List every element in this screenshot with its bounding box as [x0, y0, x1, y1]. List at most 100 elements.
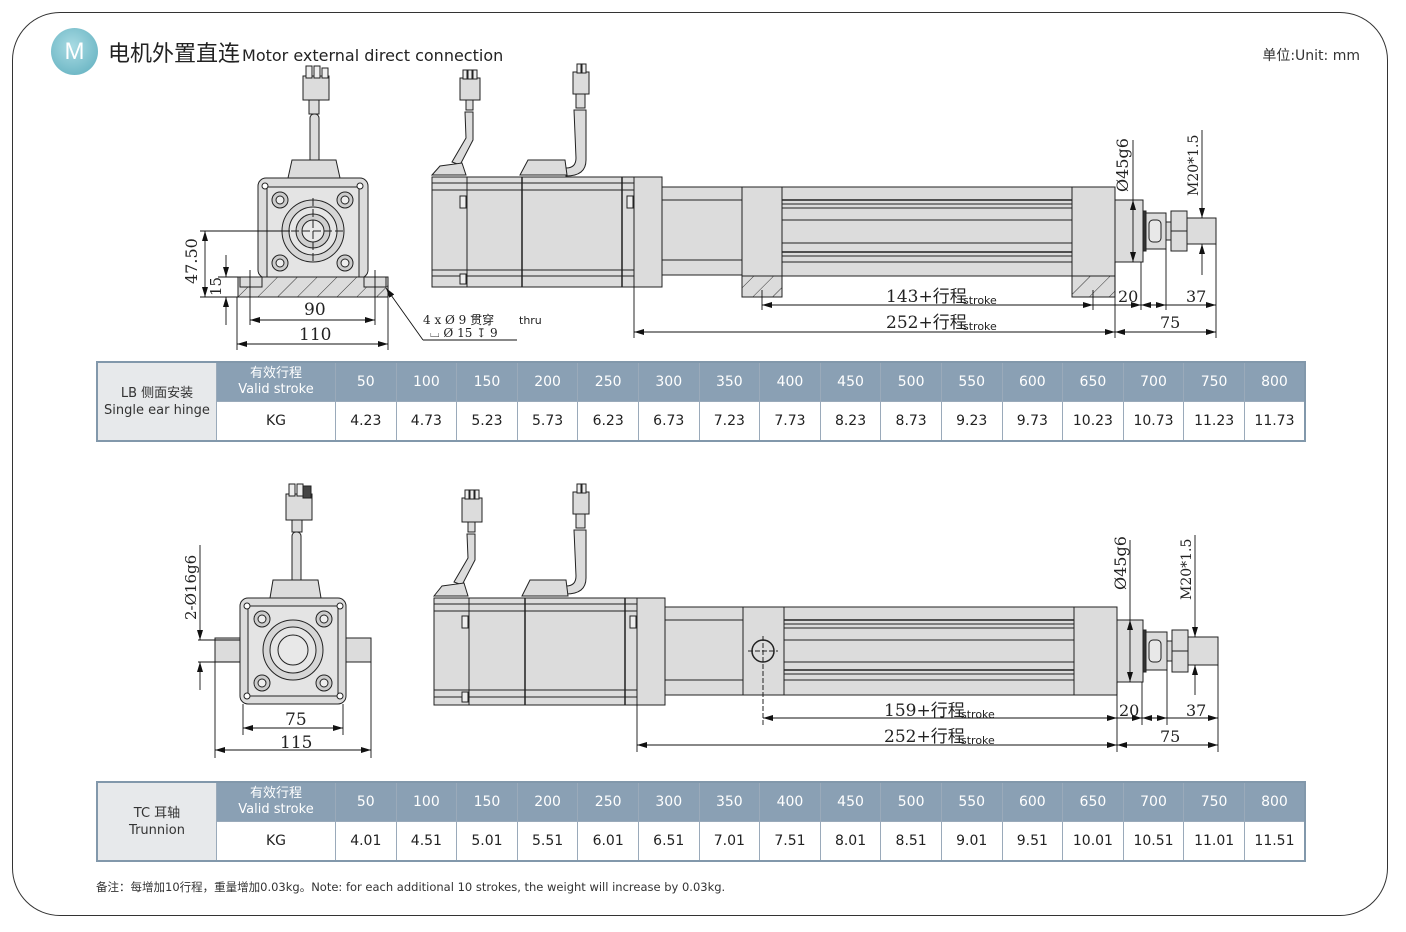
stroke-cell: 100	[395, 781, 458, 822]
rear-cap	[1071, 186, 1116, 277]
header-cn: 有效行程	[249, 786, 302, 801]
stroke-cell: 500	[880, 361, 942, 402]
stroke-header-label: 有效行程 Valid stroke	[216, 361, 336, 402]
stroke-cell: 750	[1183, 361, 1245, 402]
dim-20: 20	[1118, 287, 1138, 306]
stroke-cell: 800	[1243, 361, 1306, 402]
stroke-cell: 300	[637, 361, 700, 402]
bottom-side-view	[432, 483, 1219, 720]
weight-cell: 6.51	[637, 821, 700, 862]
trunnion-left	[214, 637, 241, 663]
weight-cell: 11.23	[1183, 401, 1245, 442]
weight-cell: 10.73	[1122, 401, 1185, 442]
stroke-cell: 700	[1122, 361, 1185, 402]
dim-trunnion-dia: 2-Ø16g6	[182, 555, 200, 620]
dim-75-bottom: 75	[1160, 727, 1180, 746]
dim-75: 75	[1160, 313, 1180, 332]
adapter	[633, 176, 663, 288]
weight-cell: 11.73	[1243, 401, 1306, 442]
page-frame	[12, 12, 1388, 916]
stroke-cell: 400	[759, 781, 821, 822]
stroke-cell: 550	[940, 361, 1003, 402]
mount-en: Single ear hinge	[104, 402, 210, 418]
trunnion-right	[345, 637, 372, 663]
weight-cell: 4.51	[395, 821, 458, 862]
weight-cell: 6.73	[637, 401, 700, 442]
top-front-view	[237, 65, 389, 298]
weight-cell: 5.01	[456, 821, 518, 862]
dim-rod-dia: Ø45g6	[1113, 138, 1132, 192]
stroke-cell: 400	[759, 361, 821, 402]
stroke-cell: 600	[1001, 361, 1064, 402]
weight-cell: 5.51	[516, 821, 579, 862]
mount-type-cell: LB 侧面安装 Single ear hinge	[96, 361, 217, 442]
footnote: 备注：每增加10行程，重量增加0.03kg。Note: for each add…	[96, 880, 726, 894]
weight-cell: 9.23	[940, 401, 1003, 442]
header-en: Valid stroke	[238, 382, 314, 397]
dim-110: 110	[299, 325, 331, 345]
header-en: Valid stroke	[238, 802, 314, 817]
weight-cell: 7.51	[759, 821, 821, 862]
weight-cell: 4.73	[395, 401, 458, 442]
dim-143-stroke: 143+行程	[886, 287, 967, 307]
dim-115: 115	[280, 733, 312, 753]
motor-body	[433, 597, 638, 706]
section-badge: M	[51, 28, 98, 75]
weight-cell: 8.23	[819, 401, 882, 442]
bottom-front-dims	[197, 545, 372, 758]
weight-table-tc: TC 耳轴 Trunnion 有效行程 Valid stroke 50 100 …	[96, 781, 1306, 862]
mount-type-cell: TC 耳轴 Trunnion	[96, 781, 217, 862]
dim-252-stroke-bottom-en: stroke	[961, 734, 995, 747]
bottom-side-dims	[636, 535, 1219, 752]
stroke-cell: 50	[335, 361, 397, 402]
dim-252-stroke-en: stroke	[963, 320, 997, 333]
kg-label: KG	[216, 401, 336, 442]
stroke-cell: 800	[1243, 781, 1306, 822]
top-side-dims	[633, 130, 1217, 338]
weight-cell: 6.23	[577, 401, 639, 442]
weight-cell: 5.73	[516, 401, 579, 442]
dim-159-stroke: 159+行程	[884, 701, 965, 721]
weight-cell: 11.51	[1243, 821, 1306, 862]
mount-cn: LB 侧面安装	[120, 385, 194, 401]
weight-table-lb: LB 侧面安装 Single ear hinge 有效行程 Valid stro…	[96, 361, 1306, 442]
hole-note-1: 4 x Ø 9 贯穿	[423, 312, 494, 327]
connector-1	[461, 497, 483, 523]
stroke-cell: 150	[456, 361, 518, 402]
stroke-cell: 650	[1062, 781, 1124, 822]
weight-cell: 8.51	[880, 821, 942, 862]
unit-label: 单位:Unit: mm	[1262, 48, 1360, 64]
stroke-cell: 100	[395, 361, 458, 402]
weight-cell: 8.01	[819, 821, 882, 862]
stroke-cell: 550	[940, 781, 1003, 822]
threaded-end	[1186, 217, 1217, 245]
stroke-cell: 450	[819, 361, 882, 402]
stroke-cell: 350	[698, 361, 761, 402]
weight-cell: 4.23	[335, 401, 397, 442]
dim-252-stroke: 252+行程	[886, 313, 967, 333]
dim-252-stroke-bottom: 252+行程	[884, 727, 965, 747]
stroke-cell: 250	[577, 781, 639, 822]
table-weight-row: KG 4.01 4.51 5.01 5.51 6.01 6.51 7.01 7.…	[97, 821, 1306, 862]
weight-cell: 5.23	[456, 401, 518, 442]
weight-cell: 10.23	[1062, 401, 1124, 442]
dim-143-stroke-en: stroke	[963, 294, 997, 307]
stroke-header-label: 有效行程 Valid stroke	[216, 781, 336, 822]
weight-cell: 9.01	[940, 821, 1003, 862]
stroke-cell: 650	[1062, 361, 1124, 402]
weight-cell: 9.73	[1001, 401, 1064, 442]
connector-2	[572, 491, 590, 515]
kg-label: KG	[216, 821, 336, 862]
stroke-cell: 200	[516, 781, 579, 822]
weight-cell: 7.23	[698, 401, 761, 442]
dim-15: 15	[207, 277, 225, 296]
cable	[308, 99, 320, 115]
threaded-end	[1187, 636, 1219, 666]
weight-cell: 7.01	[698, 821, 761, 862]
stroke-cell: 450	[819, 781, 882, 822]
front-cap	[741, 186, 783, 277]
dim-20-bottom: 20	[1119, 701, 1139, 720]
adapter	[636, 597, 666, 706]
top-front-dims	[200, 230, 517, 350]
